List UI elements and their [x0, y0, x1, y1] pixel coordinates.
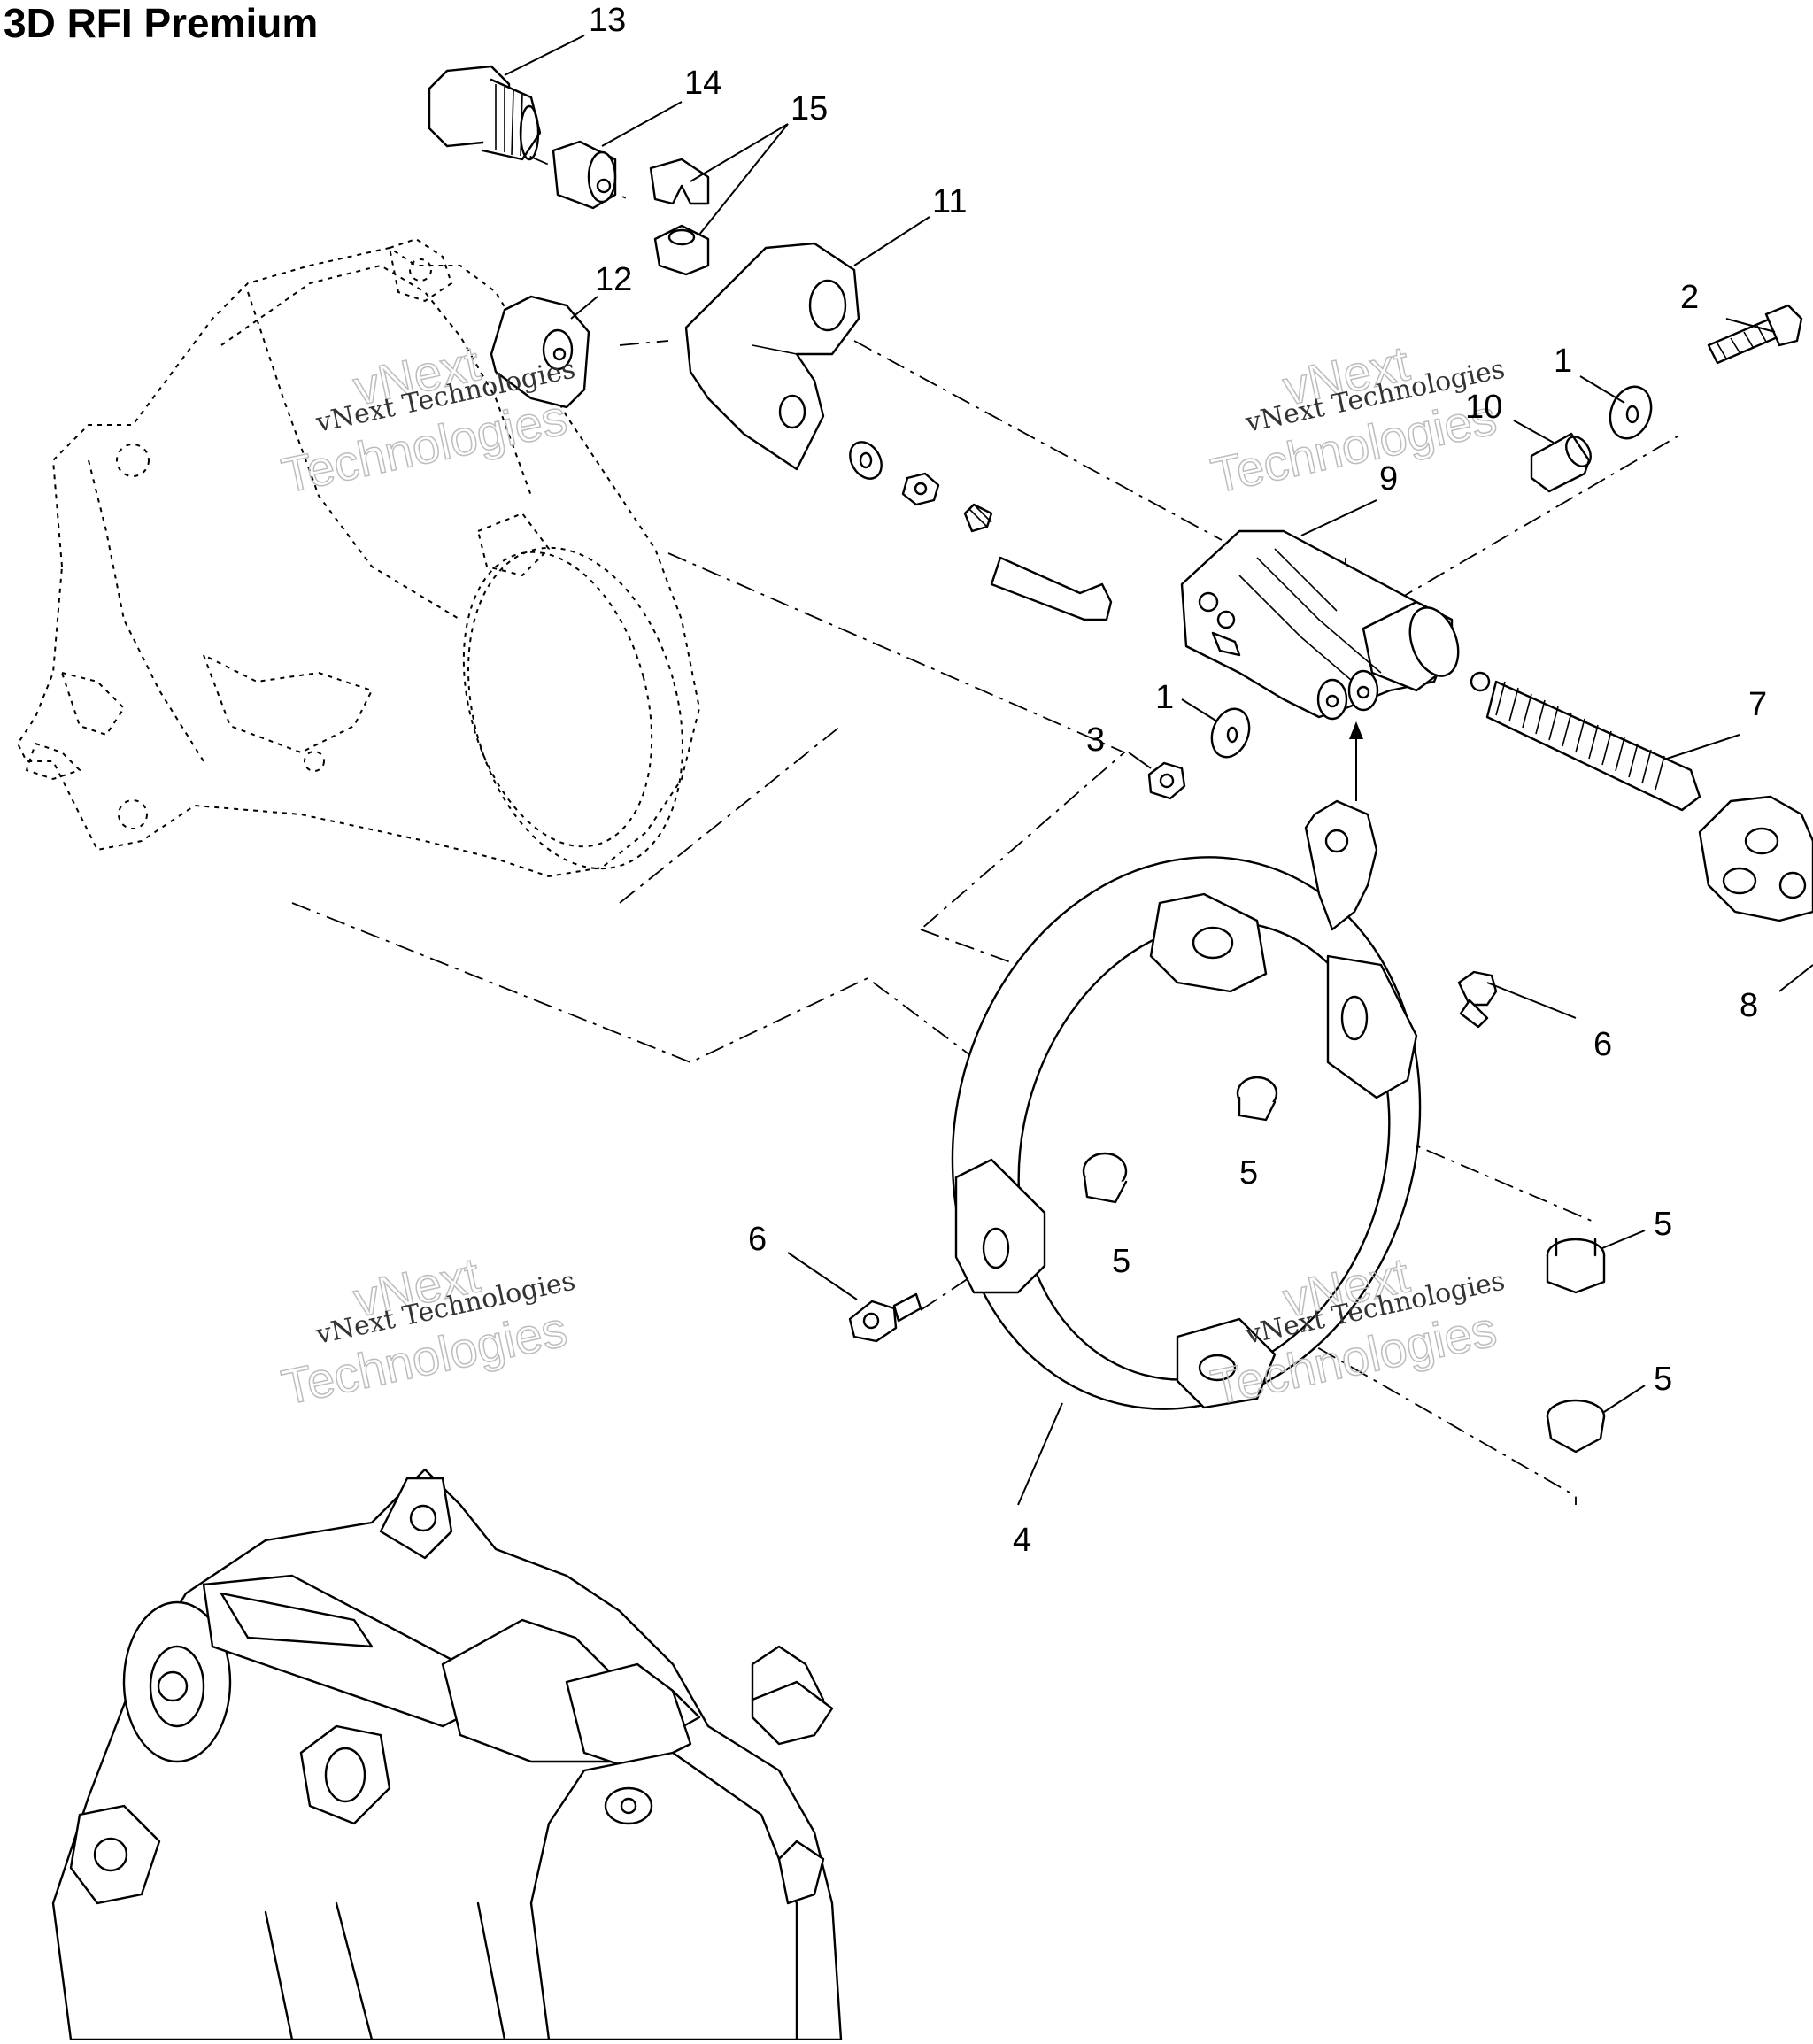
- part-14-bushing: [552, 140, 617, 210]
- part-6-screws: [848, 970, 1498, 1343]
- part-1-washer-top: [1609, 385, 1653, 440]
- callout-14: 14: [684, 65, 721, 102]
- part-9-bracket: [1180, 529, 1460, 721]
- callout-12: 12: [595, 261, 632, 298]
- callout-1-mid: 1: [1155, 679, 1174, 716]
- callout-leaders: [504, 35, 1813, 1506]
- callout-1-top: 1: [1554, 343, 1572, 380]
- callout-6-left: 6: [748, 1221, 767, 1258]
- assembled-pump-view: [51, 1468, 843, 2041]
- part-15-split-bushings: [649, 158, 710, 276]
- callout-5-left: 5: [1112, 1243, 1130, 1280]
- part-1-washer-mid: [1210, 707, 1251, 759]
- callout-7: 7: [1748, 686, 1767, 723]
- callout-6-right: 6: [1593, 1026, 1612, 1063]
- part-2-screw: [1707, 304, 1803, 365]
- part-12-clamp: [490, 295, 590, 409]
- callout-5-center: 5: [1239, 1154, 1258, 1192]
- assembly-arrow: [1349, 721, 1363, 801]
- callout-13: 13: [589, 2, 626, 39]
- callout-labels: 13 14 15 11 12 2 1 10 9 1 3 7 8 6 5 5 5 …: [589, 2, 1767, 1559]
- part-3-nut: [1147, 761, 1186, 800]
- callout-15: 15: [791, 90, 828, 127]
- callout-3: 3: [1086, 721, 1105, 759]
- part-7-adjust-screw: [1470, 671, 1701, 812]
- callout-8: 8: [1740, 987, 1758, 1024]
- part-11-arm: [684, 242, 860, 471]
- callout-5-right-upper: 5: [1654, 1206, 1672, 1243]
- callout-5-right-lower: 5: [1654, 1361, 1672, 1398]
- watermarks: vNext vNext Technologies Technologies vN…: [276, 334, 1508, 1415]
- center-bolt-washers: [849, 441, 1113, 621]
- callout-9: 9: [1379, 460, 1398, 498]
- callout-10: 10: [1465, 389, 1502, 426]
- callout-2: 2: [1680, 279, 1699, 316]
- part-5-bushings: [1082, 1076, 1606, 1454]
- part-10-spacer: [1530, 432, 1592, 493]
- jet-pump-housing: [16, 237, 701, 878]
- callout-11: 11: [932, 183, 967, 220]
- page-title: 3D RFI Premium: [4, 0, 319, 46]
- part-8-knob: [1698, 795, 1813, 922]
- part-13-plug: [428, 65, 542, 161]
- part-4-ring: [951, 799, 1422, 1410]
- callout-4: 4: [1013, 1522, 1031, 1559]
